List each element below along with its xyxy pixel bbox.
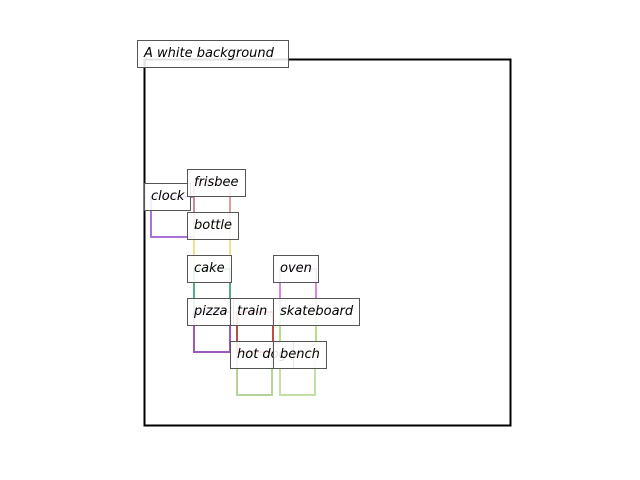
label-skateboard: skateboard	[273, 298, 361, 326]
caption-label: A white background	[137, 40, 289, 68]
canvas-frame	[143, 58, 512, 427]
label-train: train	[230, 298, 275, 326]
label-bench: bench	[273, 341, 327, 369]
label-pizza: pizza	[187, 298, 235, 326]
label-clock: clock	[144, 183, 192, 211]
label-cake: cake	[187, 255, 232, 283]
label-frisbee: frisbee	[187, 169, 246, 197]
label-oven: oven	[273, 255, 319, 283]
label-bottle: bottle	[187, 212, 240, 240]
